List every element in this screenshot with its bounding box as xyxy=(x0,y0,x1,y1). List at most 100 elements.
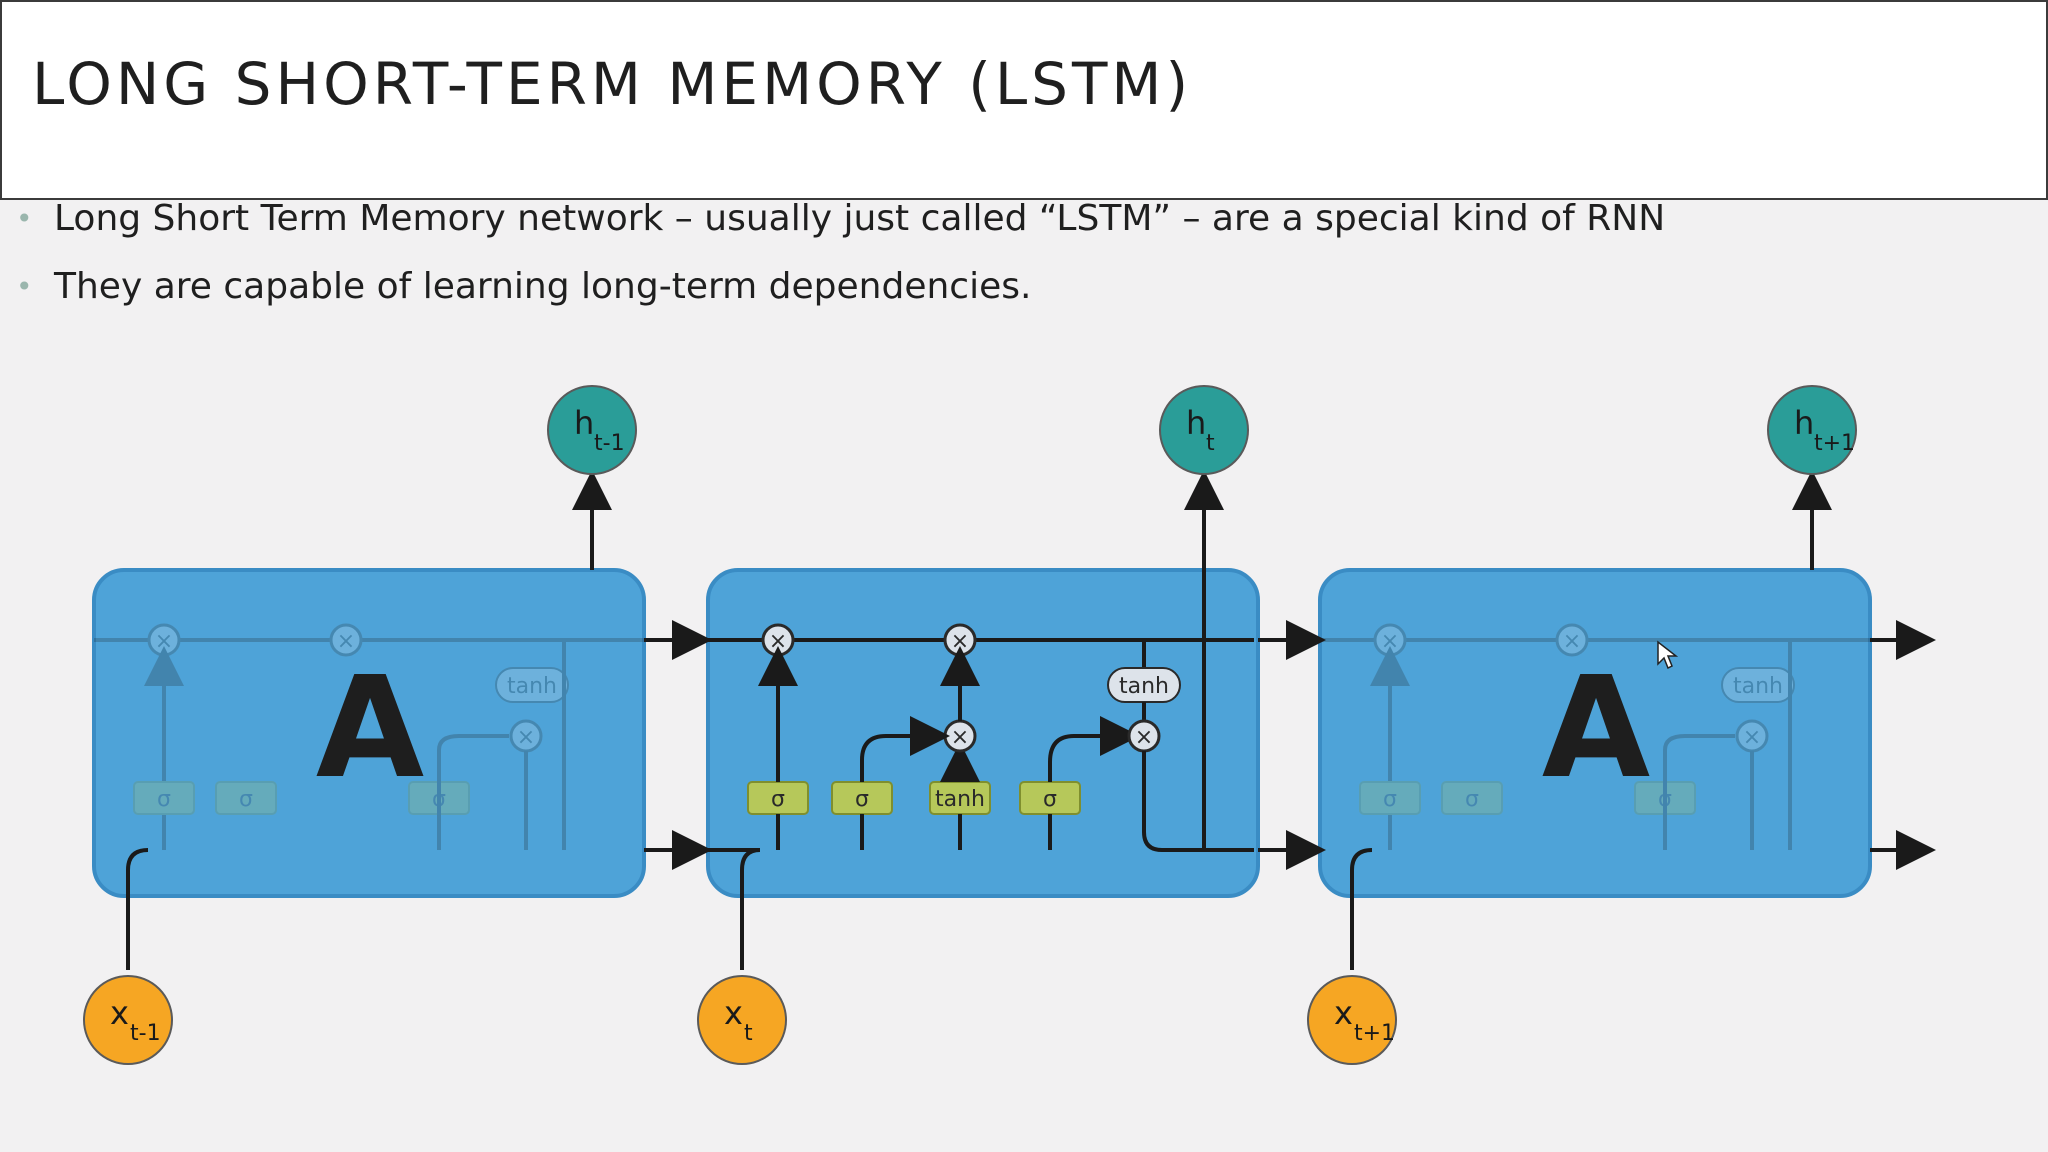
tanh-label: tanh xyxy=(507,674,557,699)
forget-multiply: × xyxy=(761,623,795,657)
input-gate-multiply: × xyxy=(943,719,977,753)
faded-tanh: tanh xyxy=(495,667,569,703)
gate-box xyxy=(133,781,195,815)
bullet-text: Long Short Term Memory network – usually… xyxy=(54,198,1666,239)
faded-output-path xyxy=(1663,734,1735,850)
input-line xyxy=(1350,848,1373,970)
bullet-item: • They are capable of learning long-term… xyxy=(12,264,1665,310)
mouse-cursor-icon xyxy=(1657,640,1678,670)
input-gate: σ xyxy=(831,781,893,815)
title-box: LONG SHORT-TERM MEMORY (LSTM) xyxy=(0,0,2048,200)
faded-cell-internals: × × σ σ σ tanh × xyxy=(94,623,644,850)
node-circle xyxy=(83,975,173,1065)
multiply-node xyxy=(509,719,543,753)
node-circle xyxy=(1307,975,1397,1065)
candidate-gate: tanh xyxy=(929,781,991,815)
bullet-dot-icon: • xyxy=(16,270,33,303)
gate-label: σ xyxy=(157,787,171,812)
gate-label: σ xyxy=(855,787,869,812)
node-main-label: h xyxy=(574,404,594,442)
multiply-label: × xyxy=(337,629,355,654)
lstm-cell-box xyxy=(1318,568,1872,898)
faded-forget-multiply: × xyxy=(147,623,181,657)
faded-forget-multiply: × xyxy=(1373,623,1407,657)
node-circle xyxy=(547,385,637,475)
node-sub-label: t+1 xyxy=(1814,431,1855,456)
faded-gate: σ xyxy=(1359,781,1421,815)
cell-label-a: A xyxy=(316,647,424,810)
gate-box xyxy=(215,781,277,815)
tanh-label: tanh xyxy=(1119,674,1169,699)
output-node-h: ht+1 xyxy=(1767,385,1857,475)
node-sub-label: t-1 xyxy=(130,1021,161,1046)
gate-box xyxy=(408,781,470,815)
multiply-label: × xyxy=(1743,725,1761,750)
gate-label: σ xyxy=(1043,787,1057,812)
tanh-label: tanh xyxy=(1733,674,1783,699)
gate-label: σ xyxy=(771,787,785,812)
node-sub-label: t-1 xyxy=(594,431,625,456)
bullet-list: • Long Short Term Memory network – usual… xyxy=(12,196,1665,332)
node-main-label: h xyxy=(1186,404,1206,442)
bullet-item: • Long Short Term Memory network – usual… xyxy=(12,196,1665,242)
input-node-x: xt xyxy=(697,975,787,1065)
faded-cell-internals: × × σ σ σ tanh × xyxy=(1320,623,1870,850)
gate-label: σ xyxy=(1465,787,1479,812)
faded-output-multiply: × xyxy=(1735,719,1769,753)
node-main-label: h xyxy=(1794,404,1814,442)
slide-title: LONG SHORT-TERM MEMORY (LSTM) xyxy=(32,50,1193,118)
cell-tanh: tanh xyxy=(1107,667,1181,703)
node-circle xyxy=(1159,385,1249,475)
gate-box xyxy=(1359,781,1421,815)
multiply-node xyxy=(1735,719,1769,753)
node-sub-label: t xyxy=(744,1021,753,1046)
output-gate-path xyxy=(1048,716,1140,782)
gate-box xyxy=(1634,781,1696,815)
input-line xyxy=(126,848,149,970)
output-node-h: ht-1 xyxy=(547,385,637,475)
gate-label: tanh xyxy=(935,787,985,812)
multiply-label: × xyxy=(951,725,969,750)
lstm-cell-box xyxy=(706,568,1260,898)
input-node-x: xt+1 xyxy=(1307,975,1397,1065)
node-circle xyxy=(697,975,787,1065)
bullet-text: They are capable of learning long-term d… xyxy=(54,266,1032,307)
multiply-node xyxy=(1555,623,1589,657)
output-gate: σ xyxy=(1019,781,1081,815)
faded-gate: σ xyxy=(1634,781,1696,815)
multiply-label: × xyxy=(155,629,173,654)
multiply-label: × xyxy=(517,725,535,750)
output-node-h: ht xyxy=(1159,385,1249,475)
faded-input-multiply: × xyxy=(329,623,363,657)
hidden-in-path xyxy=(708,848,761,871)
output-hidden-path xyxy=(1142,751,1254,852)
input-gate-path xyxy=(860,716,950,782)
multiply-label: × xyxy=(951,629,969,654)
tanh-pill xyxy=(495,667,569,703)
faded-input-multiply: × xyxy=(1555,623,1589,657)
gate-label: σ xyxy=(239,787,253,812)
node-main-label: x xyxy=(1334,994,1353,1032)
forget-gate: σ xyxy=(747,781,809,815)
faded-gate: σ xyxy=(408,781,470,815)
multiply-label: × xyxy=(1381,629,1399,654)
node-sub-label: t xyxy=(1206,431,1215,456)
input-node-x: xt-1 xyxy=(83,975,173,1065)
node-sub-label: t+1 xyxy=(1354,1021,1395,1046)
gate-label: σ xyxy=(1383,787,1397,812)
node-main-label: x xyxy=(110,994,129,1032)
input-multiply: × xyxy=(943,623,977,657)
multiply-node xyxy=(329,623,363,657)
faded-gate: σ xyxy=(215,781,277,815)
tanh-pill xyxy=(1721,667,1795,703)
node-circle xyxy=(1767,385,1857,475)
gate-label: σ xyxy=(1658,787,1672,812)
faded-tanh: tanh xyxy=(1721,667,1795,703)
lstm-cell-box xyxy=(92,568,646,898)
node-main-label: x xyxy=(724,994,743,1032)
faded-output-path xyxy=(437,734,509,850)
cell-label-a: A xyxy=(1542,647,1650,810)
multiply-label: × xyxy=(769,629,787,654)
faded-output-multiply: × xyxy=(509,719,543,753)
